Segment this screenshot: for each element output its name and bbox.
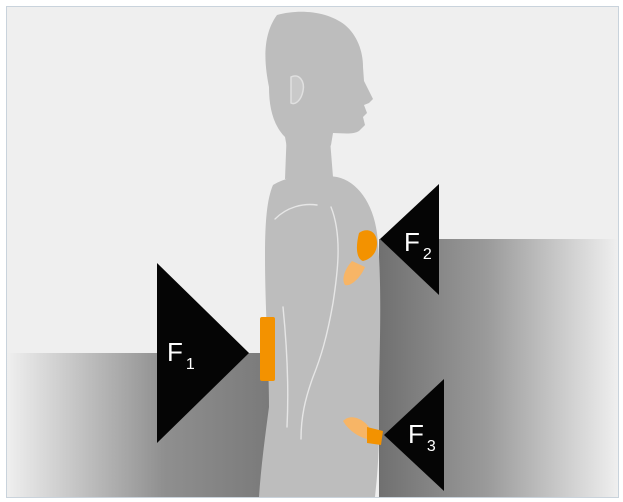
back-pad: [260, 317, 275, 381]
left-support-surface: [7, 353, 269, 497]
posture-diagram: [7, 7, 618, 497]
